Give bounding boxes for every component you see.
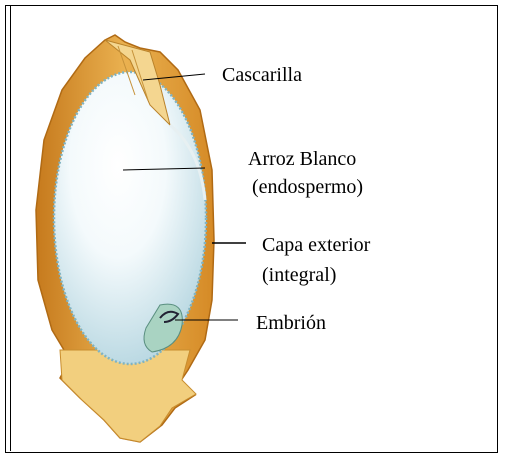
label-embrion: Embrión [256, 310, 326, 336]
label-arroz-blanco: Arroz Blanco [248, 146, 356, 172]
label-capa-exterior: Capa exterior [262, 232, 370, 258]
label-endospermo: (endospermo) [252, 174, 363, 200]
label-integral: (integral) [262, 262, 336, 288]
label-cascarilla: Cascarilla [222, 62, 302, 88]
